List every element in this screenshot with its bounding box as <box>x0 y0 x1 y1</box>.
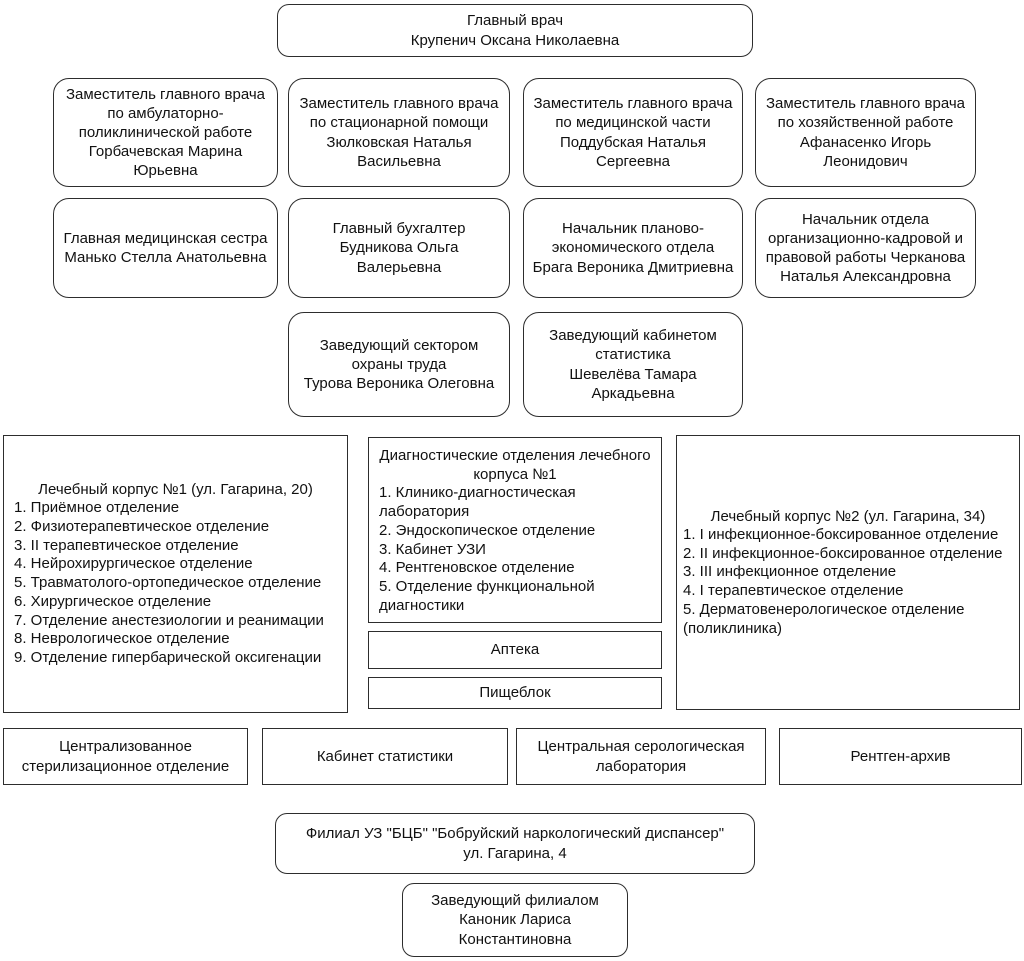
box-statistics-office: Кабинет статистики <box>262 728 508 785</box>
box-serology-lab: Центральная серологическая лаборатория <box>516 728 766 785</box>
section-building1-title: Лечебный корпус №1 (ул. Гагарина, 20) <box>38 481 313 499</box>
box-head-labor-safety: Заведующий сектором охраны труда Турова … <box>288 312 510 417</box>
box-deputy-household: Заместитель главного врача по хозяйствен… <box>755 78 976 187</box>
box-head-statistics-cabinet: Заведующий кабинетом статистика Шевелёва… <box>523 312 743 417</box>
box-deputy-medical: Заместитель главного врача по медицинско… <box>523 78 743 187</box>
box-chief-physician: Главный врач Крупенич Оксана Николаевна <box>277 4 753 57</box>
box-deputy-ambulatory: Заместитель главного врача по амбулаторн… <box>53 78 278 187</box>
box-chief-accountant: Главный бухгалтер Будникова Ольга Валерь… <box>288 198 510 298</box>
box-sterilization-dept: Централизованное стерилизационное отделе… <box>3 728 248 785</box>
section-building1-list: 1. Приёмное отделение 2. Физиотерапевтич… <box>14 499 324 667</box>
box-deputy-inpatient: Заместитель главного врача по стационарн… <box>288 78 510 187</box>
section-diagnostics: Диагностические отделения лечебного корп… <box>368 437 662 623</box>
box-head-hr-legal-dept: Начальник отдела организационно-кадровой… <box>755 198 976 298</box>
section-building2-title: Лечебный корпус №2 (ул. Гагарина, 34) <box>710 507 986 525</box>
section-diagnostics-list: 1. Клинико-диагностическая лаборатория 2… <box>379 484 596 614</box>
section-building1: Лечебный корпус №1 (ул. Гагарина, 20) 1.… <box>3 435 348 713</box>
section-building2: Лечебный корпус №2 (ул. Гагарина, 34) 1.… <box>676 435 1020 710</box>
box-chief-nurse: Главная медицинская сестра Манько Стелла… <box>53 198 278 298</box>
section-diagnostics-title: Диагностические отделения лечебного корп… <box>379 447 651 484</box>
box-filial: Филиал УЗ "БЦБ" "Бобруйский наркологичес… <box>275 813 755 874</box>
box-head-planning-dept: Начальник планово- экономического отдела… <box>523 198 743 298</box>
box-food-unit: Пищеблок <box>368 677 662 709</box>
box-xray-archive: Рентген-архив <box>779 728 1022 785</box>
section-building2-list: 1. I инфекционное-боксированное отделени… <box>683 525 1003 637</box>
box-filial-head: Заведующий филиалом Каноник Лариса Конст… <box>402 883 628 957</box>
box-pharmacy: Аптека <box>368 631 662 669</box>
